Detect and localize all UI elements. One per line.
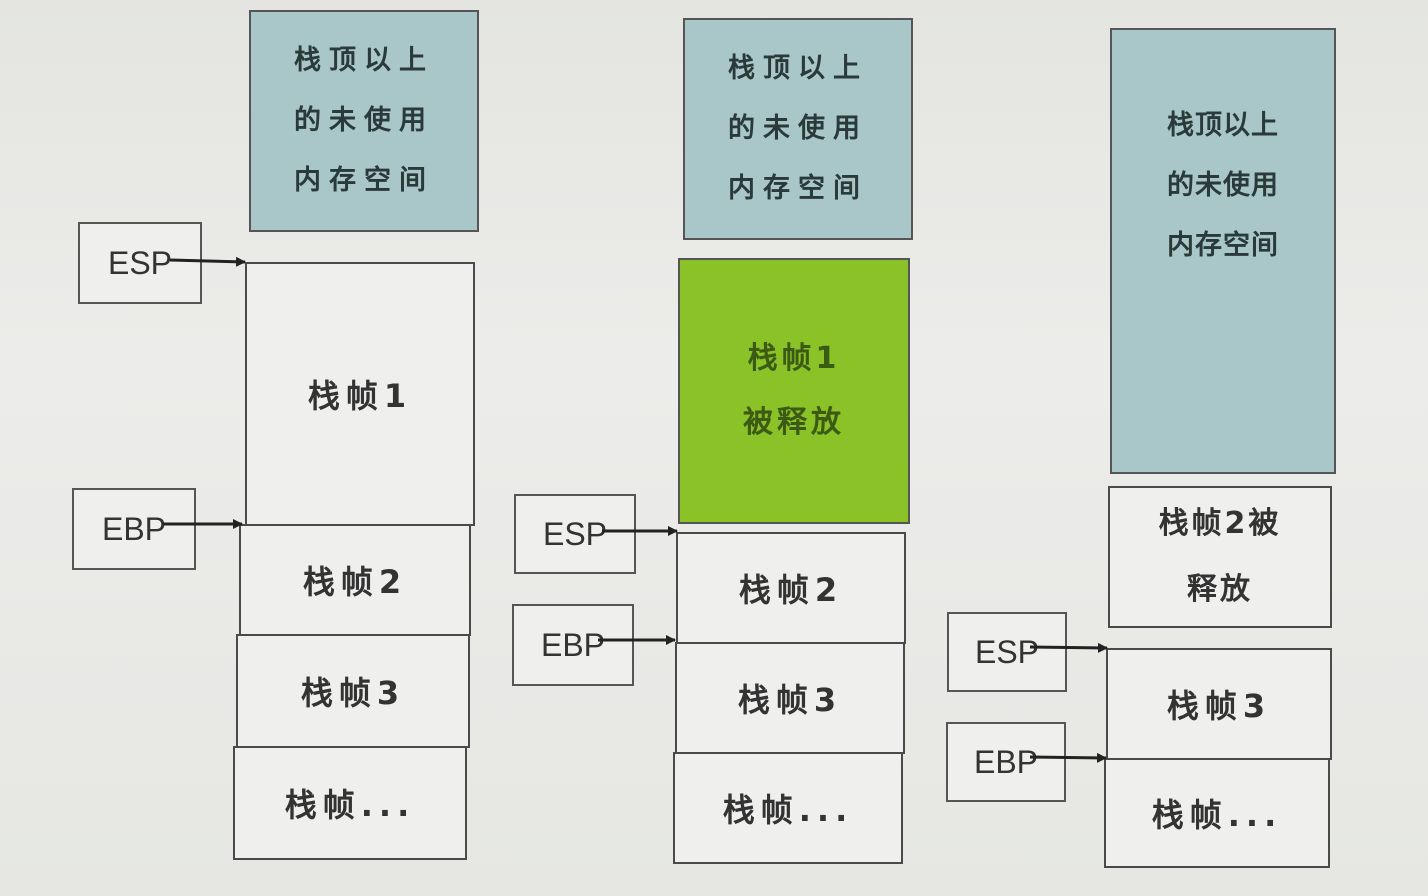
stack-frame-3-col1: 栈帧3 [236,634,470,748]
stack-frame-label: 栈帧... [1151,796,1283,834]
ebp-label: EBP [540,626,606,663]
stack-frame-label: 栈帧2 [302,563,408,601]
ebp-label: EBP [973,743,1039,780]
stack-frame-label: 栈帧... [284,786,416,824]
stack-frame-label: 栈帧1 [307,377,413,415]
esp-register-col2: ESP [514,494,636,574]
released-frame-2-col3: 栈帧2被 释放 [1108,486,1332,628]
stack-frame-label: 栈帧3 [1166,687,1272,725]
esp-label: ESP [974,633,1040,670]
ebp-register-col3: EBP [946,722,1066,802]
stack-frame-3-col3: 栈帧3 [1106,648,1332,760]
unused-memory-block-1: 栈顶以上 的未使用 内存空间 [249,10,479,232]
stack-frame-more-col2: 栈帧... [673,752,903,864]
unused-memory-label-2: 栈顶以上 的未使用 内存空间 [728,53,868,204]
stack-frame-3-col2: 栈帧3 [675,642,905,754]
stack-frame-label: 栈帧2 [738,571,844,609]
stack-frame-more-col1: 栈帧... [233,746,467,860]
esp-label: ESP [542,515,608,552]
stack-frame-1-col1: 栈帧1 [245,262,475,526]
released-frame-label: 栈帧1 被释放 [743,341,845,440]
unused-memory-label-1: 栈顶以上 的未使用 内存空间 [294,45,434,196]
unused-memory-label-3: 栈顶以上 的未使用 内存空间 [1167,110,1279,261]
ebp-arrow-col3 [1029,752,1107,763]
ebp-label: EBP [101,510,167,547]
stack-frame-label: 栈帧3 [300,674,406,712]
stack-frame-label: 栈帧... [722,791,854,829]
esp-label: ESP [107,244,173,281]
stack-frame-label: 栈帧3 [737,681,843,719]
stack-frame-2-col2: 栈帧2 [676,532,906,644]
ebp-register-col2: EBP [512,604,634,686]
released-frame-1-col2: 栈帧1 被释放 [678,258,910,524]
esp-register-col3: ESP [947,612,1067,692]
esp-register-col1: ESP [78,222,202,304]
esp-arrow-col3 [1029,642,1108,653]
released-frame-label: 栈帧2被 释放 [1158,506,1282,607]
esp-arrow-col1 [169,256,246,267]
unused-memory-block-2: 栈顶以上 的未使用 内存空间 [683,18,913,240]
ebp-register-col1: EBP [72,488,196,570]
unused-memory-block-3: 栈顶以上 的未使用 内存空间 [1110,28,1336,474]
stack-frame-more-col3: 栈帧... [1104,758,1330,868]
